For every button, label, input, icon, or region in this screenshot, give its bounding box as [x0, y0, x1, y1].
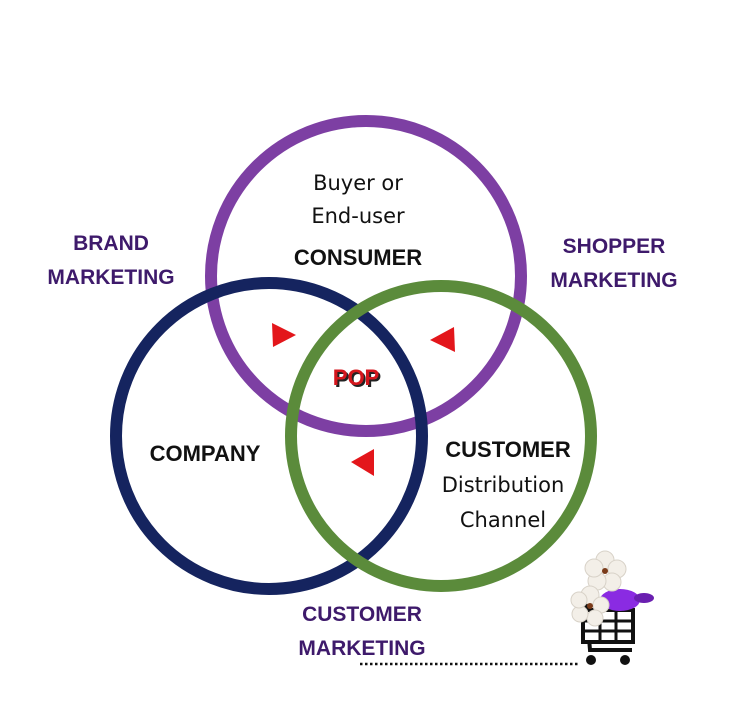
- customer-subtitle-1: Distribution: [442, 473, 565, 497]
- shopper-marketing-label-2: MARKETING: [550, 269, 677, 292]
- consumer-subtitle-2: End-user: [311, 204, 405, 228]
- consumer-subtitle-1: Buyer or: [313, 171, 403, 195]
- customer-marketing-label-2: MARKETING: [298, 637, 425, 660]
- pop-label: POP: [333, 365, 379, 390]
- shopper-marketing-label-1: SHOPPER: [563, 235, 666, 258]
- customer-subtitle-2: Channel: [460, 508, 546, 532]
- brand-marketing-label-2: MARKETING: [47, 266, 174, 289]
- customer-marketing-label-1: CUSTOMER: [302, 603, 422, 626]
- arrow-left-icon: [351, 449, 374, 476]
- brand-marketing-label-1: BRAND: [73, 232, 149, 255]
- arrow-right-icon: [272, 323, 296, 347]
- company-circle: [110, 277, 428, 595]
- customer-circle: [285, 280, 597, 592]
- customer-title: CUSTOMER: [445, 437, 571, 462]
- shopping-cart-with-flowers-icon: [570, 550, 654, 665]
- arrow-left-icon: [430, 327, 455, 352]
- consumer-circle: [205, 115, 527, 437]
- company-title: COMPANY: [150, 441, 261, 466]
- consumer-title: CONSUMER: [294, 245, 422, 270]
